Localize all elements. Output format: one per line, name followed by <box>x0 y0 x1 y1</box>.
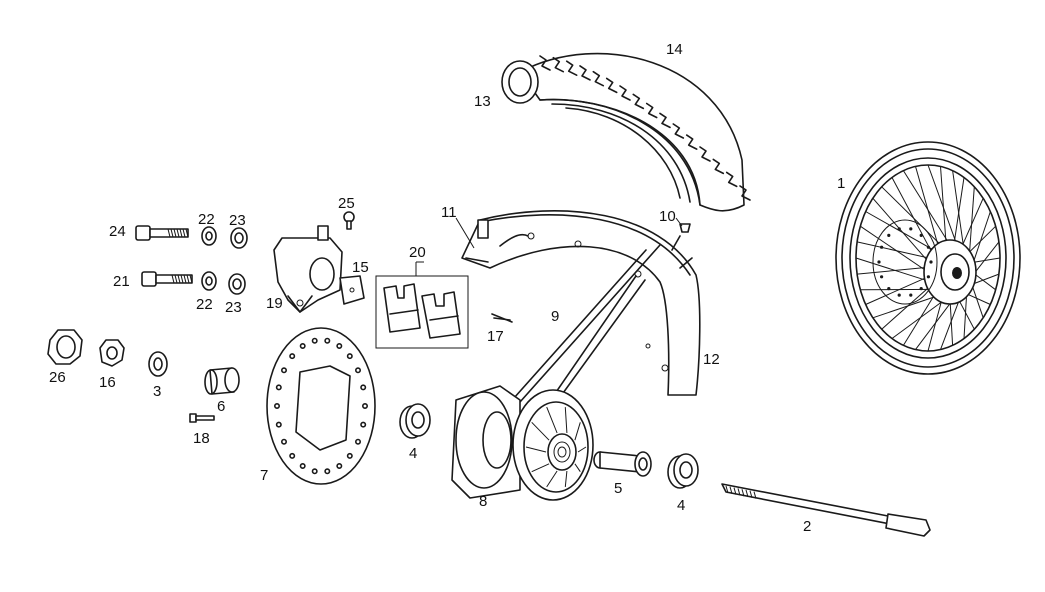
part-brake-pads <box>375 275 469 349</box>
part-spoked-wheel <box>835 141 1021 375</box>
callout-13: 13 <box>474 93 491 110</box>
callout-23b: 23 <box>225 299 242 316</box>
callout-4a: 4 <box>409 445 417 462</box>
callout-18: 18 <box>193 430 210 447</box>
part-mudguard-stays <box>513 235 693 403</box>
part-spring-plate <box>339 275 365 305</box>
part-bleed-screw <box>343 211 355 230</box>
part-washer-3 <box>148 351 168 377</box>
callout-24: 24 <box>109 223 126 240</box>
callout-labels: 1 2 3 4 4 5 6 7 8 9 10 11 12 13 14 15 16… <box>49 41 845 535</box>
callout-22a: 22 <box>198 211 215 228</box>
part-nut-23-upper <box>230 227 248 249</box>
callout-4b: 4 <box>677 497 685 514</box>
part-screw-10 <box>679 223 691 233</box>
callout-9: 9 <box>551 308 559 325</box>
part-tire <box>519 52 751 212</box>
part-brake-caliper <box>273 225 343 313</box>
callout-3: 3 <box>153 383 161 400</box>
callout-10: 10 <box>659 208 676 225</box>
callout-12: 12 <box>703 351 720 368</box>
part-screw-18 <box>189 413 215 423</box>
part-washer-22-upper <box>201 226 217 246</box>
callout-19: 19 <box>266 295 283 312</box>
callout-26: 26 <box>49 369 66 386</box>
leader-lines <box>415 217 683 276</box>
callout-6: 6 <box>217 398 225 415</box>
part-bearing-4-left <box>399 403 431 439</box>
callout-25: 25 <box>338 195 355 212</box>
part-axle-2 <box>721 483 931 537</box>
callout-22b: 22 <box>196 296 213 313</box>
callout-17: 17 <box>487 328 504 345</box>
callout-21: 21 <box>113 273 130 290</box>
part-spacer-6 <box>204 367 240 395</box>
part-bolt-21 <box>141 271 193 287</box>
part-nut-16 <box>99 339 125 367</box>
callout-5: 5 <box>614 480 622 497</box>
callout-2: 2 <box>803 518 811 535</box>
callout-11: 11 <box>441 204 457 221</box>
callout-20: 20 <box>409 244 426 261</box>
part-nut-23-lower <box>228 273 246 295</box>
callout-16: 16 <box>99 374 116 391</box>
callout-15: 15 <box>352 259 369 276</box>
part-hub <box>451 385 594 501</box>
callout-23a: 23 <box>229 212 246 229</box>
part-washer-22-lower <box>201 271 217 291</box>
part-bearing-4-right <box>667 453 699 489</box>
callout-7: 7 <box>260 467 268 484</box>
part-brake-disc <box>266 327 376 485</box>
part-inner-tube <box>501 60 539 104</box>
callout-14: 14 <box>666 41 683 58</box>
part-axle-nut-26 <box>47 329 83 365</box>
part-sleeve-5 <box>593 451 652 477</box>
callout-8: 8 <box>479 493 487 510</box>
part-bolt-24 <box>135 225 189 241</box>
callout-1: 1 <box>837 175 845 192</box>
part-pin-17 <box>491 313 513 323</box>
